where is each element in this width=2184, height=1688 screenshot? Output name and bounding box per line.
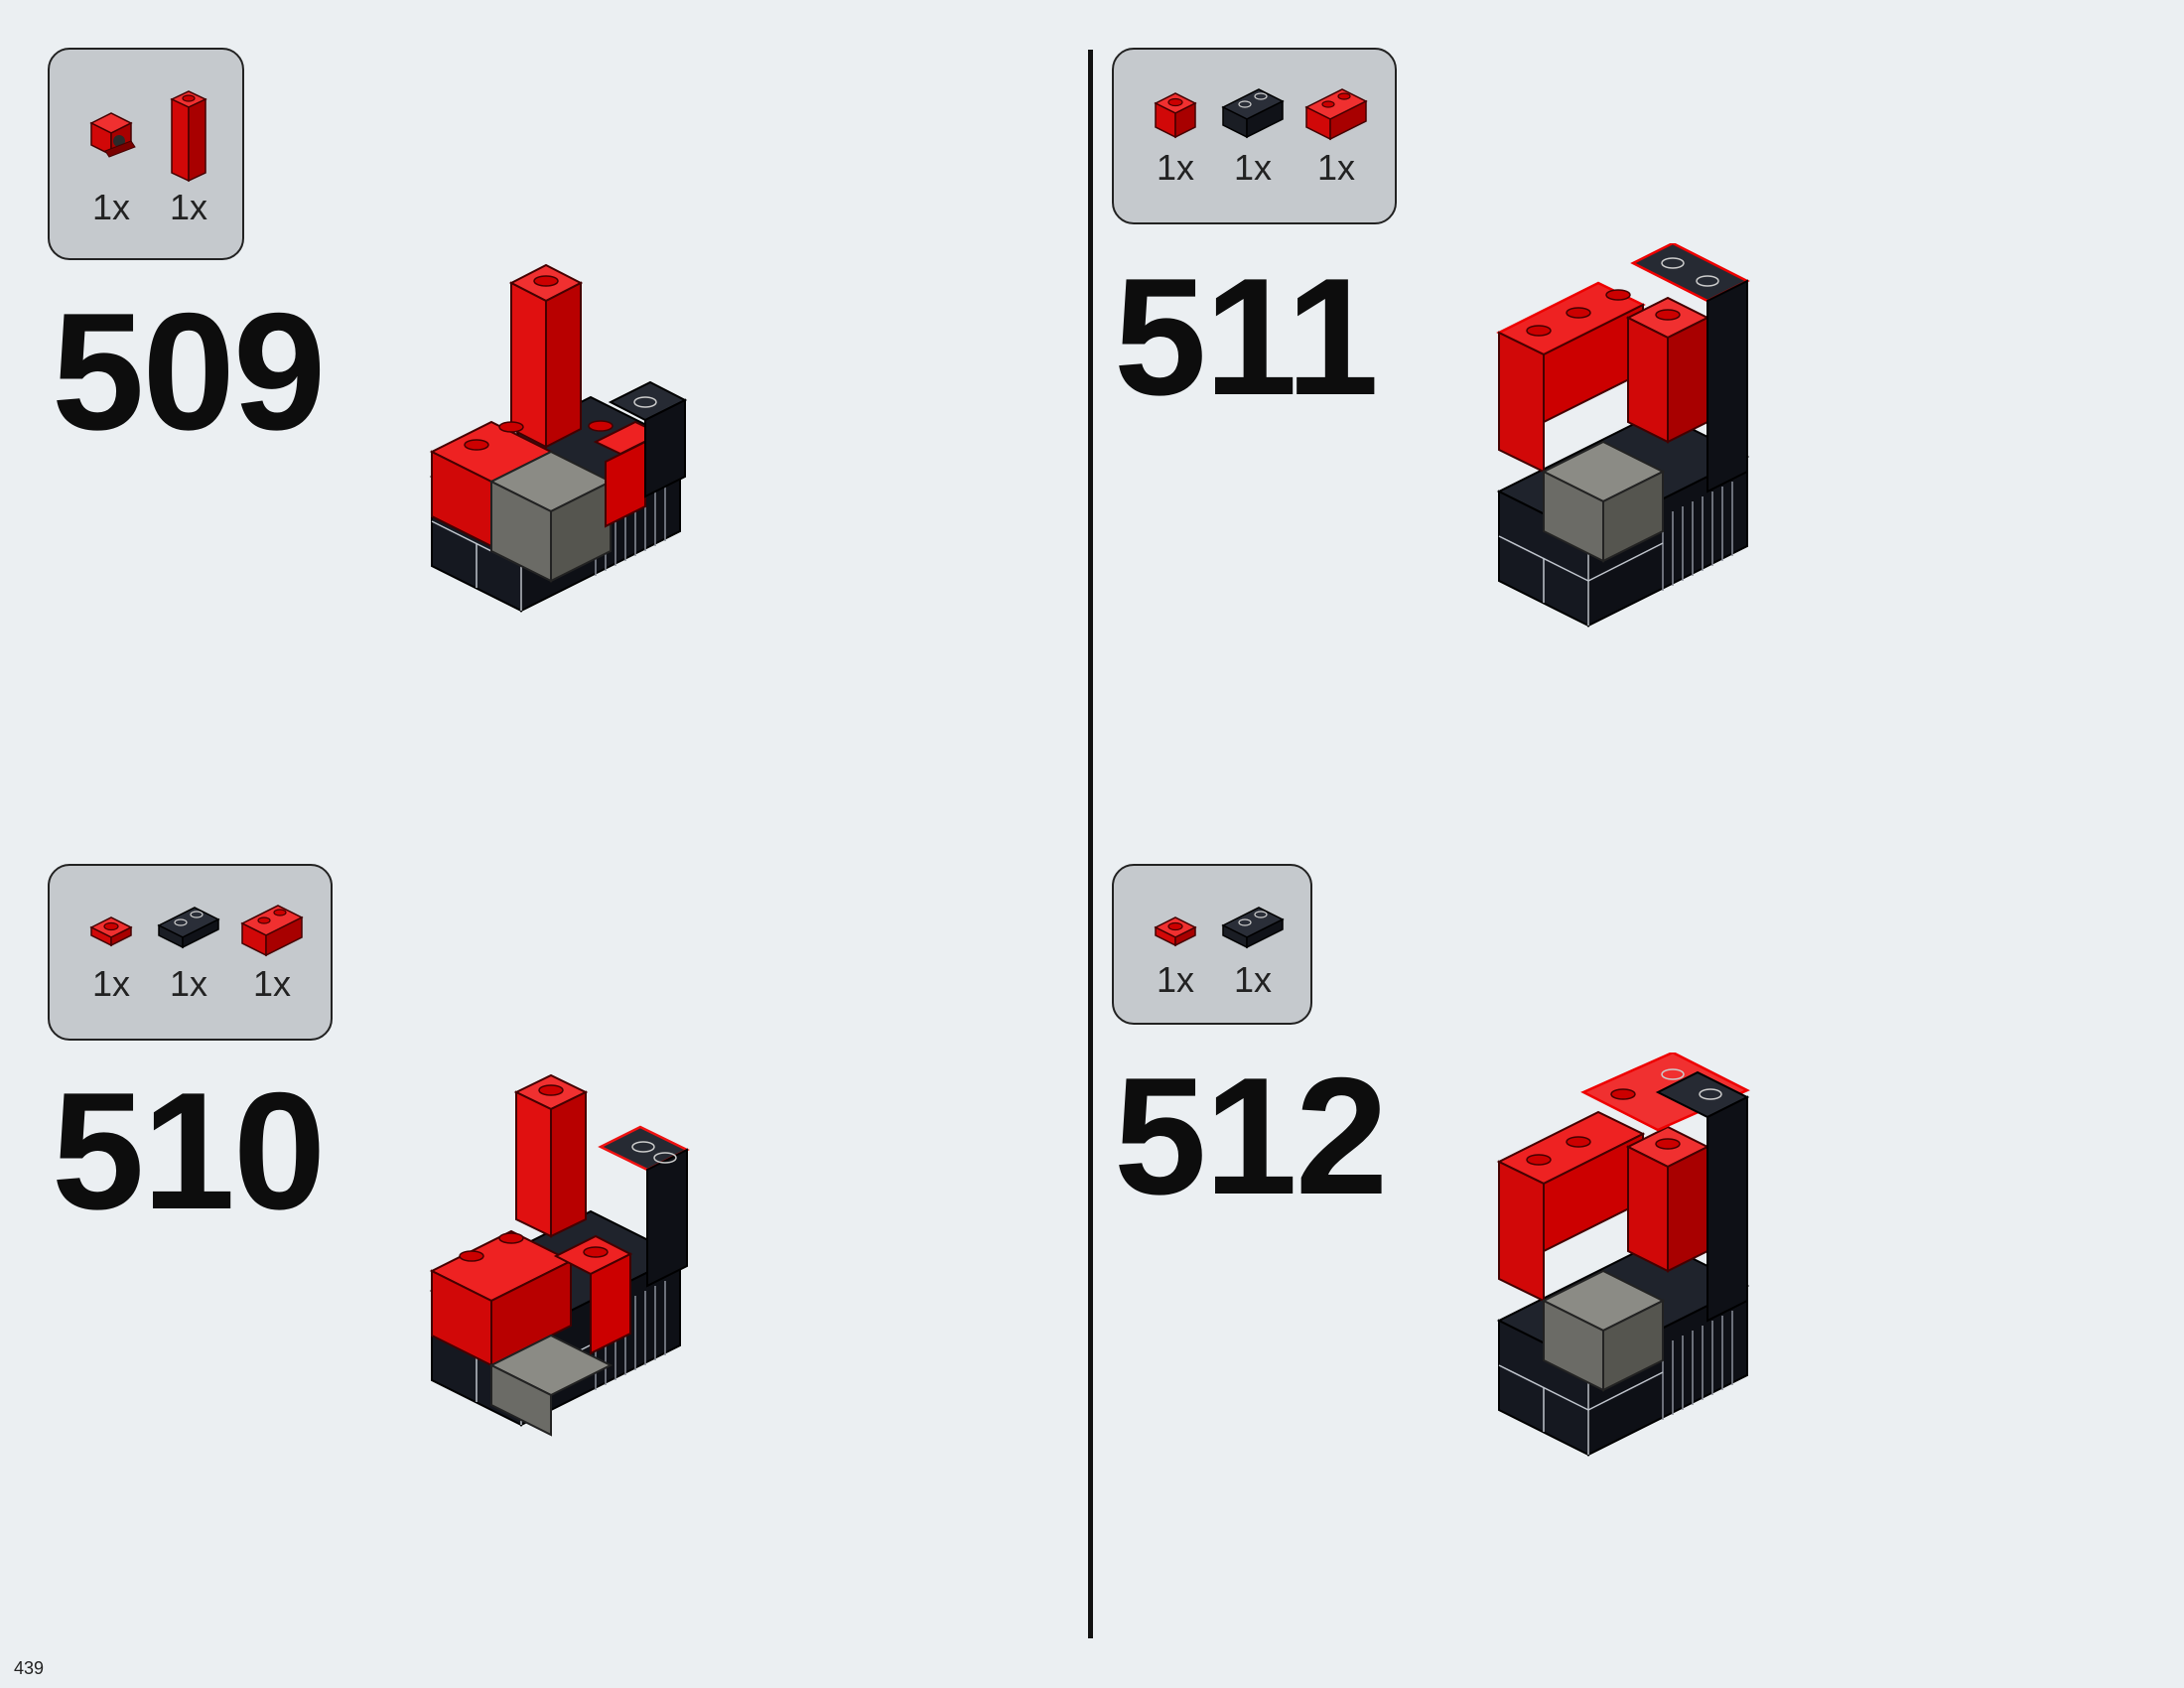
black-plate-icon — [158, 907, 219, 948]
red-brick-icon — [1155, 92, 1196, 138]
part-quantity: 1x — [1316, 147, 1356, 188]
step-509-model — [429, 263, 688, 612]
step-number: 511 — [1114, 243, 1379, 430]
part-quantity: 1x — [1156, 147, 1195, 188]
red-brick-icon — [1305, 88, 1367, 140]
part-quantity: 1x — [1233, 959, 1273, 1000]
part-item: 1x — [1213, 896, 1293, 1000]
part-item: 1x — [71, 79, 151, 227]
step-512-model — [1496, 1053, 1750, 1456]
step-number: 510 — [52, 1057, 326, 1244]
red-tall-brick-icon — [171, 90, 206, 182]
part-item: 1x — [1136, 896, 1215, 1000]
step-number: 512 — [1114, 1043, 1388, 1229]
step-511-model — [1496, 243, 1750, 627]
part-item: 1x — [232, 896, 312, 1004]
part-quantity: 1x — [1233, 147, 1273, 188]
part-quantity: 1x — [1156, 959, 1195, 1000]
step-510-model — [429, 1073, 690, 1437]
black-plate-icon — [1222, 907, 1284, 948]
part-item: 1x — [1213, 79, 1293, 188]
part-item: 1x — [1136, 79, 1215, 188]
page-number: 439 — [14, 1658, 45, 1678]
part-quantity: 1x — [91, 963, 131, 1004]
part-item: 1x — [149, 79, 228, 227]
part-quantity: 1x — [169, 187, 208, 227]
red-brick-icon — [241, 905, 303, 956]
part-item: 1x — [149, 896, 228, 1004]
part-quantity: 1x — [252, 963, 292, 1004]
red-plate-icon — [90, 916, 132, 946]
parts-callout-511: 1x 1x 1x — [1112, 48, 1397, 224]
part-quantity: 1x — [91, 187, 131, 227]
black-brick-icon — [1222, 88, 1284, 138]
step-number: 509 — [52, 278, 326, 465]
part-item: 1x — [1297, 79, 1376, 188]
part-item: 1x — [71, 896, 151, 1004]
parts-callout-509: 1x 1x — [48, 48, 244, 260]
red-plate-icon — [1155, 916, 1196, 946]
parts-callout-510: 1x 1x 1x — [48, 864, 333, 1041]
red-bracket-icon — [90, 112, 136, 158]
page-divider — [1088, 50, 1093, 1638]
parts-callout-512: 1x 1x — [1112, 864, 1312, 1025]
part-quantity: 1x — [169, 963, 208, 1004]
